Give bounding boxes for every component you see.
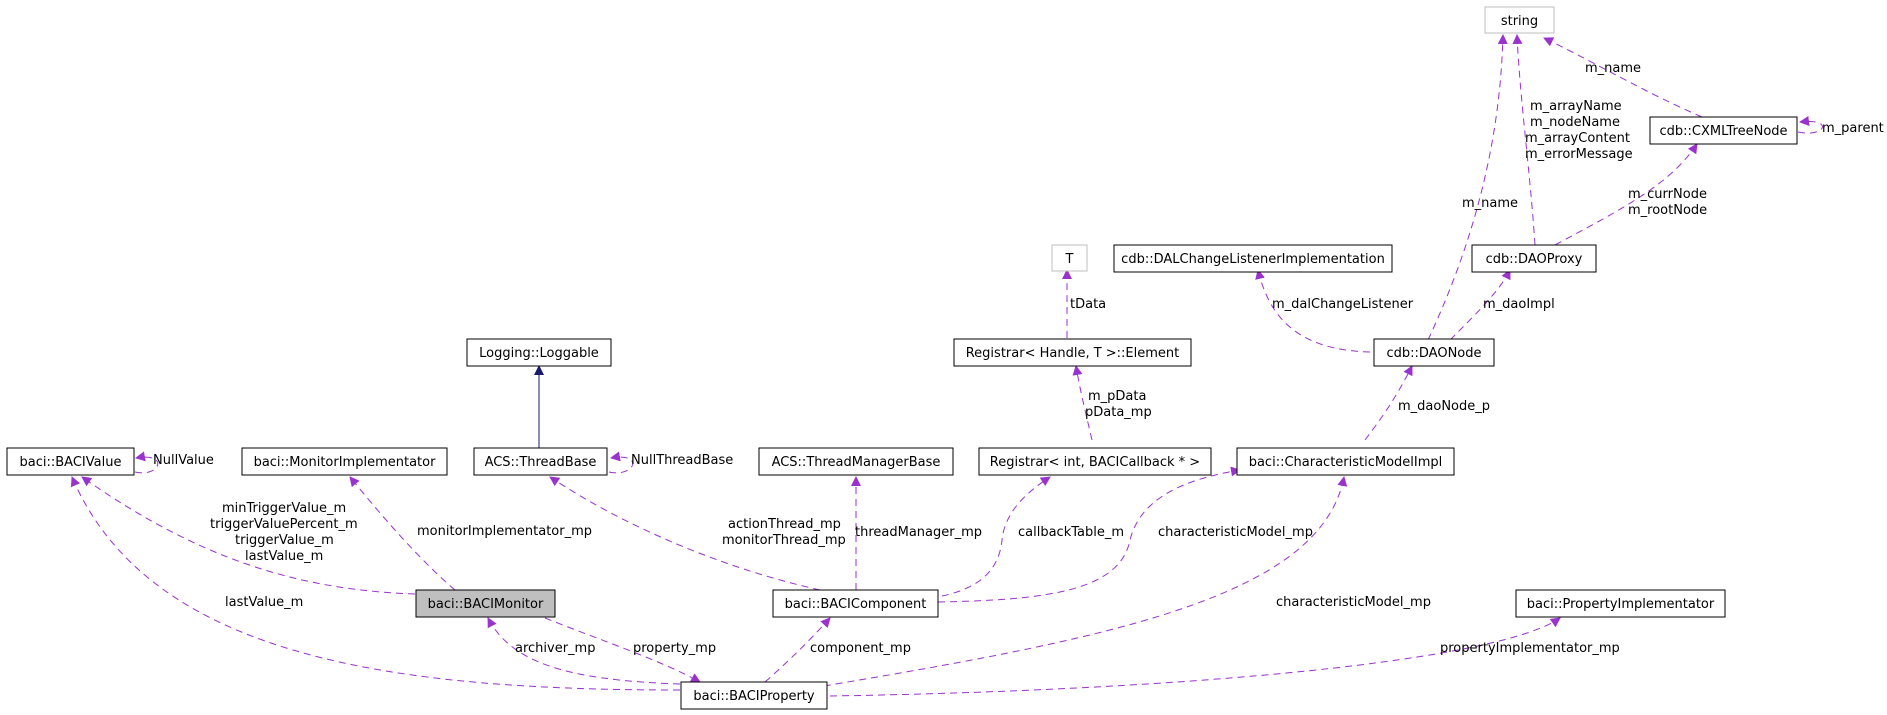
edge-label: m_currNode [1628, 187, 1707, 202]
edge-label: monitorImplementator_mp [417, 524, 592, 539]
class-node-label: baci::BACIMonitor [428, 597, 544, 612]
edge-daonode-to-dalchange [1255, 269, 1371, 353]
edge-label: monitorThread_mp [722, 533, 846, 548]
edge-label: propertyImplementator_mp [1440, 641, 1620, 656]
edge-label: m_errorMessage [1525, 147, 1633, 162]
edge-label: NullThreadBase [631, 453, 733, 468]
class-node[interactable]: cdb::CXMLTreeNode [1649, 116, 1798, 145]
edge-label: m_name [1585, 61, 1641, 76]
class-node[interactable]: string [1484, 6, 1555, 34]
class-node[interactable]: baci::BACIProperty [680, 681, 828, 710]
edge-baciproperty-to-propimpl [829, 617, 1561, 697]
class-node[interactable]: ACS::ThreadBase [473, 447, 608, 476]
class-node[interactable]: ACS::ThreadManagerBase [758, 447, 954, 476]
edge-baciproperty-to-bacimonitor [487, 617, 681, 685]
class-node-label: string [1501, 14, 1538, 29]
edge-label: m_arrayContent [1525, 131, 1630, 146]
edge-label: property_mp [633, 641, 716, 656]
class-node[interactable]: Registrar< int, BACICallback * > [978, 447, 1212, 476]
class-node-focus[interactable]: baci::BACIMonitor [415, 589, 556, 618]
class-node-label: baci::BACIValue [20, 455, 122, 470]
class-node-label: Registrar< int, BACICallback * > [990, 455, 1200, 470]
edge-label: m_nodeName [1530, 115, 1620, 130]
class-node[interactable]: Logging::Loggable [466, 338, 612, 367]
edge-bacimonitor-to-bacivalue [81, 476, 416, 595]
class-node-label: Logging::Loggable [479, 346, 599, 361]
edge-label: NullValue [153, 453, 214, 468]
edge-threadbase-self [608, 451, 633, 474]
class-node[interactable]: baci::PropertyImplementator [1515, 589, 1726, 618]
class-node-label: Registrar< Handle, T >::Element [966, 346, 1180, 361]
class-node-label: cdb::DAONode [1386, 346, 1481, 361]
edge-cxmltreenode-to-string [1543, 37, 1703, 118]
edge-label: m_name [1462, 196, 1518, 211]
edge-bacivalue-self [134, 451, 159, 474]
edge-label: callbackTable_m [1018, 525, 1124, 540]
edge-label: triggerValuePercent_m [210, 517, 358, 532]
class-node[interactable]: baci::CharacteristicModelImpl [1236, 447, 1455, 476]
class-node-label: cdb::CXMLTreeNode [1659, 124, 1787, 139]
class-node[interactable]: cdb::DAONode [1373, 338, 1495, 367]
edge-label: minTriggerValue_m [222, 501, 346, 516]
edge-daoproxy-to-cxmltreenode [1554, 143, 1698, 246]
class-node[interactable]: T [1051, 244, 1088, 272]
edge-label: m_pData [1088, 389, 1146, 404]
class-node-label: ACS::ThreadBase [485, 455, 597, 470]
edge-label: m_arrayName [1530, 99, 1622, 114]
edge-layer: m_name m_name m_arrayName m_nodeName m_a… [70, 34, 1884, 697]
edge-label: archiver_mp [515, 641, 595, 656]
edge-daonode-to-daoproxy [1449, 269, 1511, 341]
class-node[interactable]: Registrar< Handle, T >::Element [953, 338, 1192, 367]
edge-registrarint-to-regelement [1072, 365, 1093, 441]
edge-label: pData_mp [1085, 405, 1152, 420]
edge-label: m_rootNode [1628, 203, 1707, 218]
edge-bacimonitor-to-baciproperty [544, 617, 701, 683]
edge-label: m_daoImpl [1483, 297, 1555, 312]
edge-bacicomponent-to-charmodel [937, 466, 1241, 603]
class-node-label: cdb::DALChangeListenerImplementation [1121, 252, 1385, 267]
class-node-label: T [1065, 252, 1074, 267]
edge-label: actionThread_mp [728, 517, 841, 532]
edge-label: m_parent [1822, 121, 1884, 136]
edge-label: component_mp [810, 641, 911, 656]
edge-label: characteristicModel_mp [1276, 595, 1431, 610]
edge-label: m_dalChangeListener [1272, 297, 1414, 312]
edge-cxmltreenode-self [1797, 116, 1823, 134]
node-layer: string cdb::CXMLTreeNode T cdb::DALChang… [6, 6, 1798, 710]
edge-bacimonitor-to-monitorimpl [349, 476, 456, 591]
edge-label: characteristicModel_mp [1158, 525, 1313, 540]
class-node-label: ACS::ThreadManagerBase [772, 455, 941, 470]
edge-daoproxy-to-string [1512, 34, 1536, 246]
edge-daonode-to-string [1427, 34, 1508, 341]
edge-label: tData [1070, 297, 1106, 312]
class-node[interactable]: cdb::DAOProxy [1471, 244, 1597, 273]
edge-baciproperty-to-charmodel [799, 476, 1348, 691]
class-node-label: cdb::DAOProxy [1486, 252, 1583, 267]
edge-label: triggerValue_m [235, 533, 334, 548]
class-node[interactable]: baci::BACIValue [6, 447, 135, 476]
edge-label: lastValue_m [225, 595, 303, 610]
class-node-label: baci::MonitorImplementator [254, 455, 437, 470]
class-node-label: baci::BACIComponent [785, 597, 927, 612]
class-node-label: baci::PropertyImplementator [1527, 597, 1715, 612]
edge-charmodel-to-daonode [1364, 365, 1413, 441]
edge-label: lastValue_m [245, 549, 323, 564]
class-node[interactable]: baci::BACIComponent [772, 589, 939, 618]
class-node[interactable]: baci::MonitorImplementator [241, 447, 448, 476]
edge-bacicomponent-to-threadbase [549, 476, 821, 591]
edge-label: m_daoNode_p [1398, 399, 1490, 414]
edge-bacicomponent-to-registrarint [929, 476, 1051, 599]
class-node-label: baci::CharacteristicModelImpl [1249, 455, 1443, 470]
class-node-label: baci::BACIProperty [693, 689, 815, 704]
class-node[interactable]: cdb::DALChangeListenerImplementation [1113, 244, 1393, 273]
edge-label: threadManager_mp [855, 525, 982, 540]
